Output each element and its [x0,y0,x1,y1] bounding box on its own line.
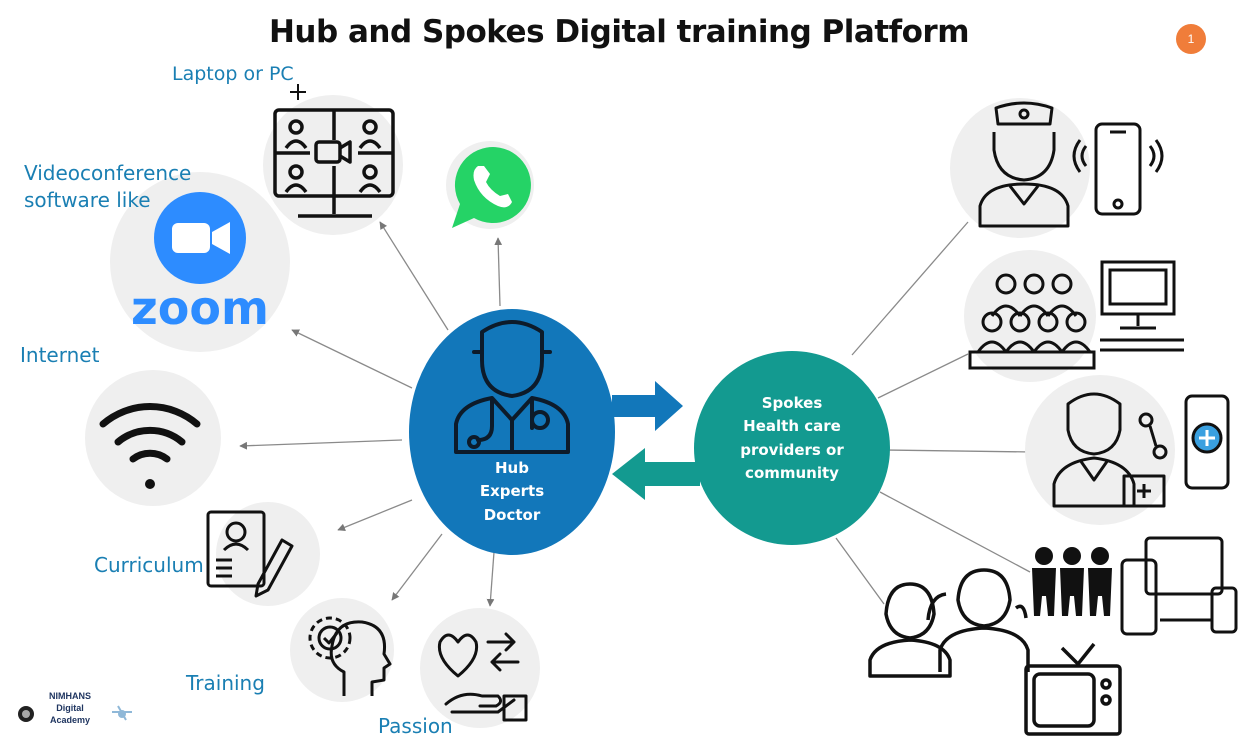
bg-training [290,598,394,702]
label-internet: Internet [20,343,100,367]
label-passion: Passion [378,714,453,738]
nimhans-logo: NIMHANS Digital Academy [14,690,134,742]
page-title: Hub and Spokes Digital training Platform [268,14,970,50]
connector-internet [239,439,403,450]
logo-text: NIMHANS Digital Academy [49,691,91,726]
nurse-phone-icon [978,101,1164,228]
label-training: Training [186,671,265,695]
passion-heart-hand-icon [437,632,528,722]
spoke-connectors [835,221,1033,605]
arrow-hub-to-spokes [612,381,683,431]
audience-screen-icon [968,260,1184,370]
connector-laptop [379,221,449,331]
spokes-circle[interactable] [694,351,890,545]
arrow-spokes-to-hub [612,448,700,500]
community-devices-icon [1032,536,1238,636]
zoom-camera-icon [154,192,246,284]
doctor-telemedicine-icon [1052,392,1230,508]
connector-nurse [851,221,969,356]
connector-passion [486,551,495,607]
label-laptop: Laptop or PC [172,63,294,85]
connector-curriculum [337,499,413,531]
bg-curriculum [216,502,320,606]
connector-audience [877,353,969,399]
whatsapp-icon [452,147,531,228]
television-icon [1024,642,1122,736]
group-people-icon [868,568,1030,678]
bg-wifi [85,370,221,506]
training-gear-head-icon [308,616,392,696]
laptop-videoconference-icon [273,84,395,218]
bg-telemedicine [1025,375,1175,525]
hub-label: Hub Experts Doctor [479,459,545,524]
label-curriculum: Curriculum [94,553,204,577]
bg-passion [420,608,540,728]
connector-group [835,537,885,605]
spokes-label: Spokes Health care providers or communit… [740,394,844,482]
bg-laptop [263,95,403,235]
curriculum-document-icon [206,510,294,598]
logo-mark [18,705,132,722]
connector-community-devices [879,491,1031,573]
page-number-badge: 1 [1176,24,1206,54]
doctor-icon [454,320,570,454]
connector-whatsapp [494,237,503,307]
label-videoconference: Videoconference software like [24,161,192,212]
connector-zoom [291,329,413,389]
wifi-icon [99,403,201,489]
connector-training [391,533,443,601]
zoom-logo-text: zoom [131,281,269,335]
hub-connectors [239,221,503,607]
connector-telemedicine [883,449,1033,453]
